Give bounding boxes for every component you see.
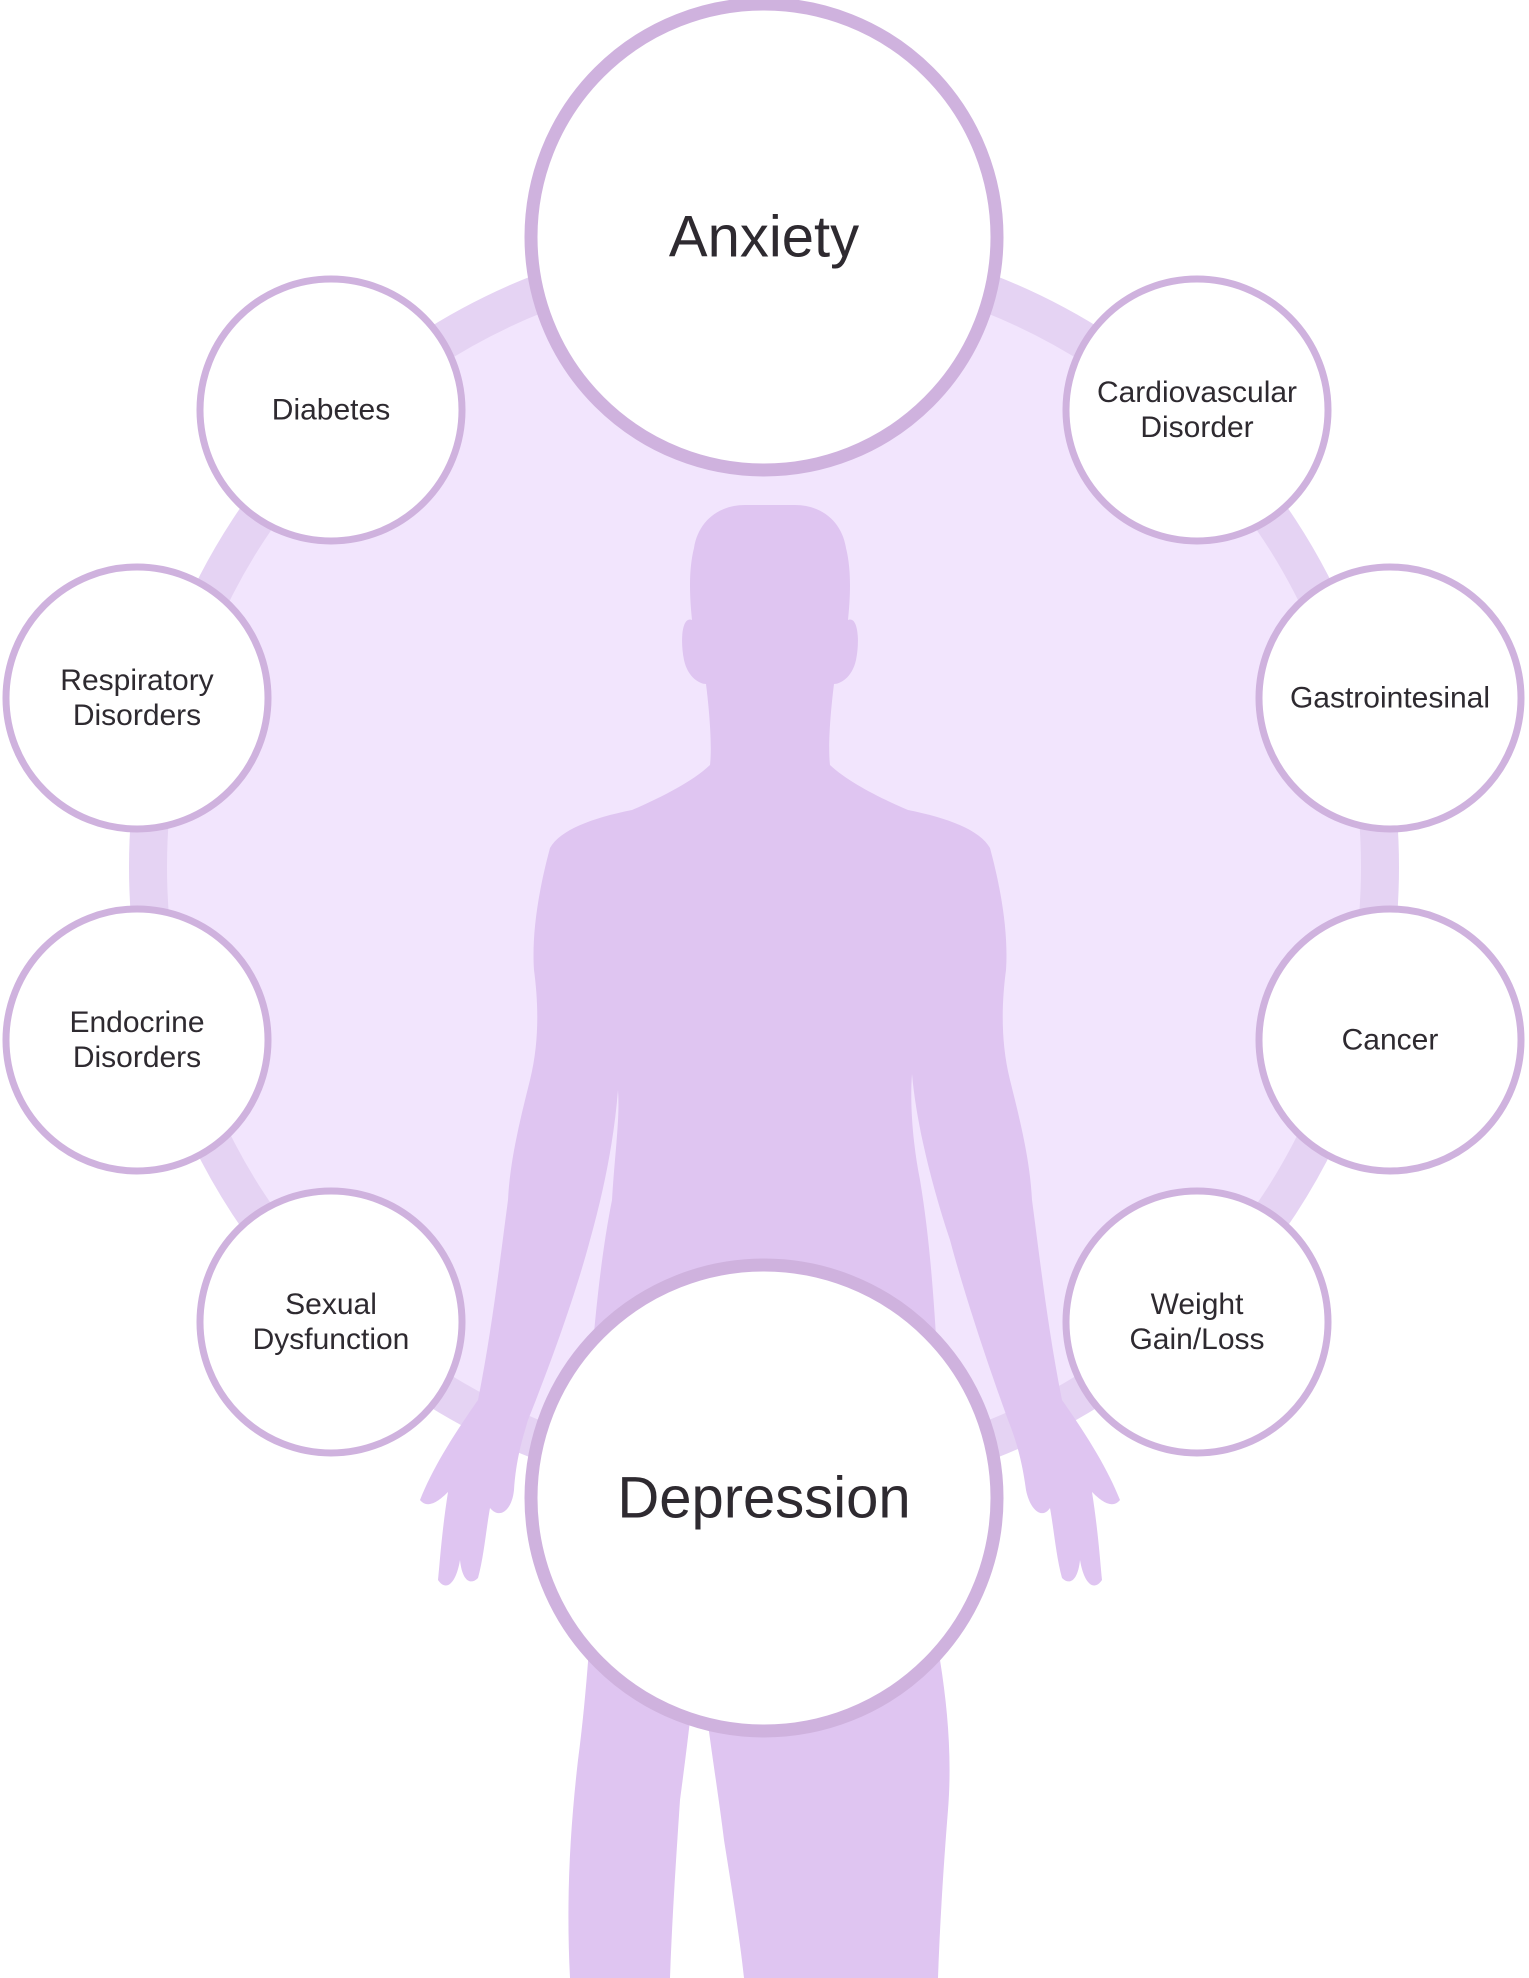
condition-weight-gain-loss-label: Gain/Loss: [1129, 1323, 1264, 1356]
condition-sexual-dysfunction-circle: [196, 1187, 466, 1457]
condition-gastrointesinal-label: Gastrointesinal: [1290, 682, 1490, 715]
condition-sexual-dysfunction-label: Sexual: [285, 1288, 377, 1321]
condition-respiratory-disorders-label: Respiratory: [60, 664, 213, 697]
condition-weight-gain-loss-circle: [1062, 1187, 1332, 1457]
condition-endocrine-disorders-label: Disorders: [73, 1041, 201, 1074]
anxiety-bubble-label: Anxiety: [669, 205, 859, 270]
condition-diabetes-circle: [196, 275, 466, 545]
condition-endocrine-disorders-label: Endocrine: [69, 1006, 204, 1039]
condition-cancer: Cancer: [1255, 905, 1525, 1175]
condition-diabetes-label: Diabetes: [272, 394, 390, 427]
depression-bubble-circle: [524, 1258, 1004, 1738]
condition-weight-gain-loss-label: Weight: [1151, 1288, 1244, 1321]
condition-gastrointesinal-circle: [1255, 563, 1525, 833]
condition-gastrointesinal: Gastrointesinal: [1255, 563, 1525, 833]
anxiety-bubble-circle: [524, 0, 1004, 477]
condition-endocrine-disorders-circle: [2, 905, 272, 1175]
condition-diabetes: Diabetes: [196, 275, 466, 545]
condition-cardiovascular-disorder-circle: [1062, 275, 1332, 545]
condition-respiratory-disorders-label: Disorders: [73, 699, 201, 732]
condition-cardiovascular-disorder-label: Cardiovascular: [1097, 376, 1297, 409]
depression-bubble: Depression: [524, 1258, 1004, 1738]
condition-cancer-label: Cancer: [1342, 1024, 1439, 1057]
condition-cancer-circle: [1255, 905, 1525, 1175]
condition-sexual-dysfunction-label: Dysfunction: [253, 1323, 410, 1356]
condition-cardiovascular-disorder-label: Disorder: [1140, 411, 1253, 444]
anxiety-bubble: Anxiety: [524, 0, 1004, 477]
condition-respiratory-disorders-circle: [2, 563, 272, 833]
depression-bubble-label: Depression: [617, 1466, 910, 1531]
